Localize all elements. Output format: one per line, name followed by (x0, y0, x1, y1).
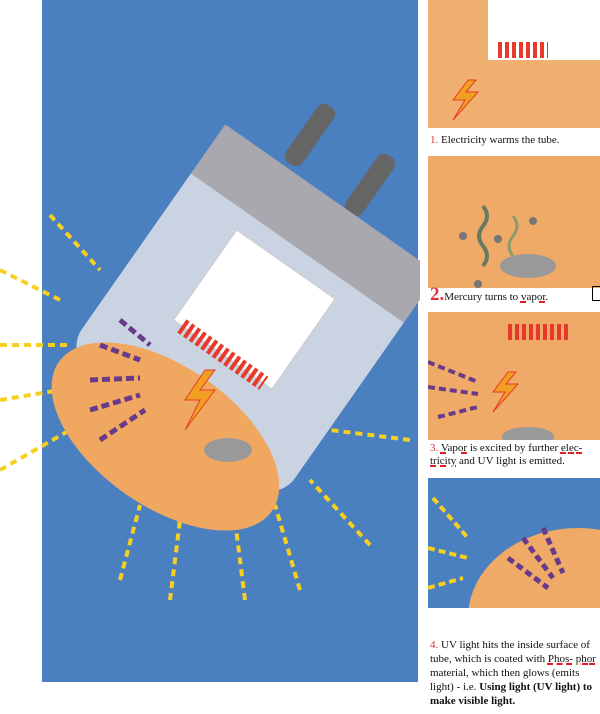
lightning-icon (184, 369, 216, 431)
step-number: 2. (430, 284, 445, 305)
step-text: and UV light is emitted. (456, 455, 565, 467)
step-4-image (428, 478, 600, 608)
spellcheck-word: phor (575, 653, 596, 665)
step-text: Mercury turns to (444, 291, 521, 303)
mercury-drop (204, 438, 252, 462)
step-2-caption: 2.Mercury turns to vapor. (430, 285, 549, 304)
spellcheck-word: elec- (560, 442, 583, 454)
step-number: 1. (430, 134, 439, 146)
main-illustration (0, 0, 439, 682)
step-emphasis: Using light (UV light) to make visible l… (430, 681, 593, 707)
spellcheck-word: vapor (520, 291, 546, 303)
step-text: is excited by further (467, 442, 561, 454)
step-4-caption: 4. UV light hits the inside surface of t… (430, 638, 598, 708)
uv-rays (89, 318, 152, 443)
plug-pins (284, 103, 396, 217)
step-3-image (428, 312, 600, 440)
step-1-image (428, 0, 600, 128)
step-text: UV light hits the inside surface of tube… (430, 639, 590, 665)
square-marker (592, 286, 600, 301)
yellow-light-rays (0, 213, 411, 601)
step-3-caption: 3. Vapor is excited by further elec- tri… (430, 442, 595, 468)
step-1-caption: 1. Electricity warms the tube. (430, 134, 560, 147)
step-2-image (428, 156, 600, 288)
step-text: Electricity warms the tube. (441, 134, 560, 146)
step-number: 3. (430, 442, 439, 454)
step-number: 4. (430, 639, 439, 651)
spellcheck-word: Vapor (440, 442, 468, 454)
spellcheck-word: tricity (430, 455, 457, 467)
step-text: . (545, 291, 549, 303)
spellcheck-word: Phos- (547, 653, 573, 665)
step-text: material, which then glows (emits light)… (430, 667, 580, 693)
tube (51, 124, 439, 531)
